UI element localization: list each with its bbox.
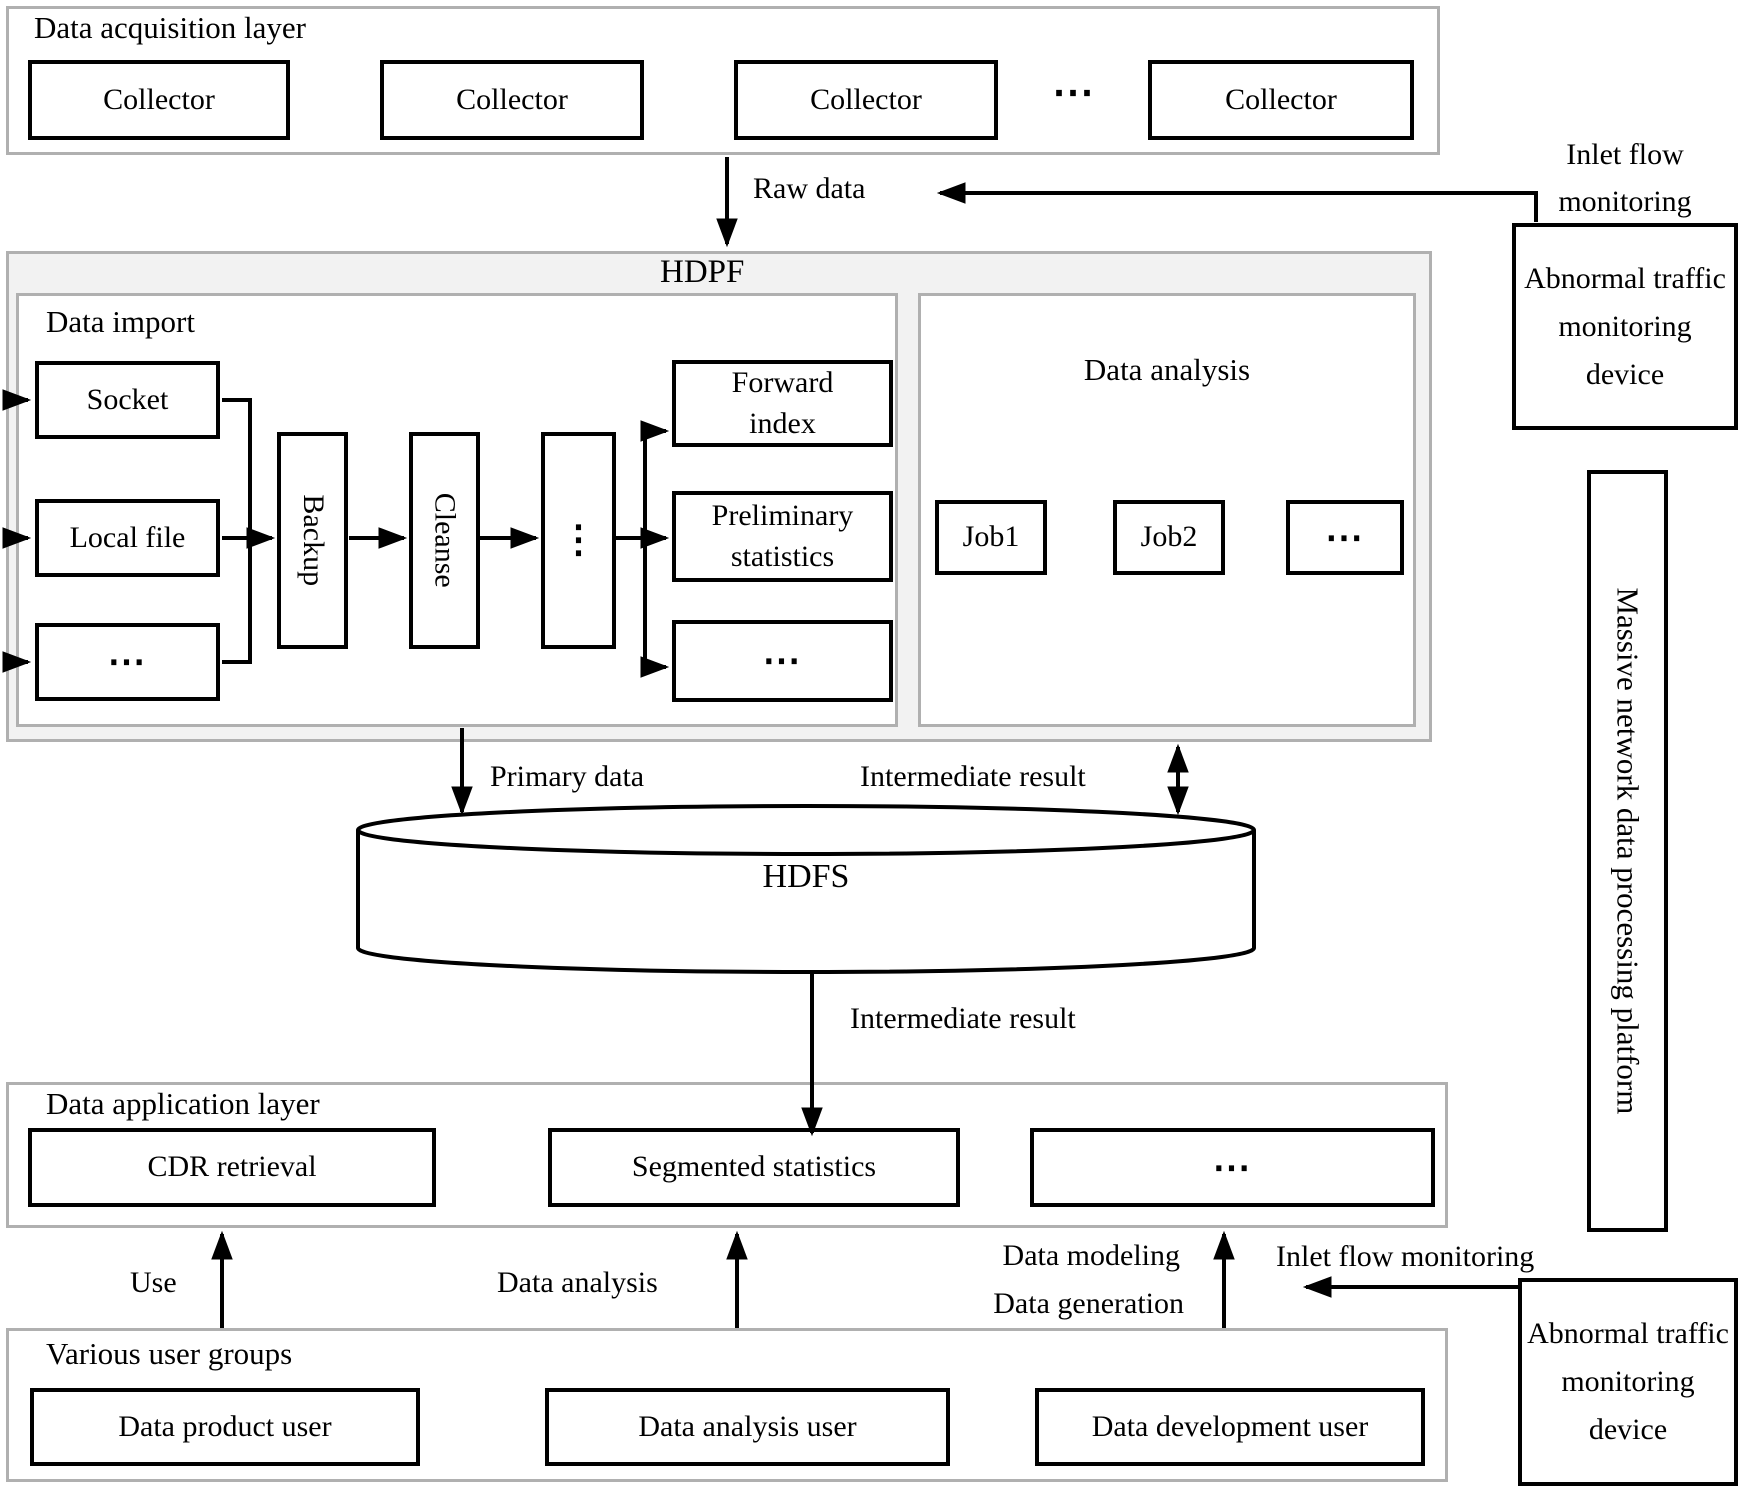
collector-label: Collector — [456, 82, 568, 116]
backup-label: Backup — [296, 494, 330, 587]
data-analysis-flow-label: Data analysis — [497, 1266, 658, 1299]
data-generation-label: Data generation — [993, 1287, 1184, 1320]
data-acquisition-layer-title: Data acquisition layer — [34, 10, 307, 45]
abnormal-traffic-device-top-label: Abnormal traffic monitoring device — [1524, 261, 1726, 391]
socket-box: Socket — [35, 361, 220, 439]
output-ellipsis: ⋯ — [762, 640, 803, 682]
preliminary-statistics-box: Preliminary statistics — [672, 491, 893, 582]
data-application-layer-title: Data application layer — [46, 1086, 320, 1121]
hdfs-label: HDFS — [762, 858, 850, 895]
stage-ellipsis-box: ⋮ — [541, 432, 616, 649]
hdfs-cylinder-body — [356, 830, 1256, 974]
use-label: Use — [130, 1266, 177, 1299]
raw-data-label: Raw data — [753, 172, 866, 205]
data-analysis-title: Data analysis — [1083, 352, 1251, 387]
massive-platform-box: Massive network data processing platform — [1587, 470, 1668, 1232]
cleanse-box: Cleanse — [409, 432, 480, 649]
application-ellipsis-box: ⋯ — [1030, 1128, 1435, 1207]
data-product-user-label: Data product user — [118, 1409, 332, 1443]
cdr-retrieval-box: CDR retrieval — [28, 1128, 436, 1207]
preliminary-statistics-label: Preliminary statistics — [711, 499, 854, 573]
data-analysis-user-label: Data analysis user — [638, 1409, 857, 1443]
data-product-user-box: Data product user — [30, 1388, 420, 1466]
collector-box-4: Collector — [1148, 60, 1414, 140]
job-ellipsis-box: ⋯ — [1286, 500, 1404, 575]
hdfs-cylinder-top — [356, 804, 1256, 856]
job2-label: Job2 — [1140, 520, 1198, 554]
job2-box: Job2 — [1113, 500, 1225, 575]
job1-label: Job1 — [962, 520, 1020, 554]
socket-label: Socket — [86, 382, 169, 416]
inlet-flow-monitoring-bottom-label: Inlet flow monitoring — [1276, 1240, 1535, 1273]
collector-box-3: Collector — [734, 60, 998, 140]
abnormal-traffic-device-top-box: Abnormal traffic monitoring device — [1512, 223, 1738, 430]
abnormal-traffic-device-bottom-box: Abnormal traffic monitoring device — [1518, 1278, 1738, 1486]
forward-index-label: Forward index — [731, 366, 834, 440]
data-development-user-box: Data development user — [1035, 1388, 1425, 1466]
local-file-label: Local file — [69, 520, 186, 554]
intermediate-result-bottom-label: Intermediate result — [850, 1002, 1076, 1035]
cdr-retrieval-label: CDR retrieval — [147, 1150, 317, 1184]
hdpf-title: HDPF — [660, 254, 745, 290]
data-import-title: Data import — [46, 304, 195, 339]
collector-box-1: Collector — [28, 60, 290, 140]
application-ellipsis: ⋯ — [1212, 1146, 1253, 1189]
stage-ellipsis: ⋮ — [559, 519, 598, 562]
local-file-box: Local file — [35, 499, 220, 577]
segmented-statistics-box: Segmented statistics — [548, 1128, 960, 1207]
forward-index-box: Forward index — [672, 360, 893, 447]
data-analysis-user-box: Data analysis user — [545, 1388, 950, 1466]
various-user-groups-title: Various user groups — [46, 1336, 293, 1371]
primary-data-label: Primary data — [490, 760, 645, 793]
inlet-flow-monitoring-top-label: Inlet flow monitoring — [1558, 138, 1692, 218]
intermediate-result-top-label: Intermediate result — [860, 760, 1086, 793]
job1-box: Job1 — [935, 500, 1047, 575]
collector-label: Collector — [1225, 82, 1337, 116]
collectors-ellipsis: ⋯ — [1052, 70, 1094, 116]
massive-platform-label: Massive network data processing platform — [1610, 587, 1646, 1115]
collector-box-2: Collector — [380, 60, 644, 140]
segmented-statistics-label: Segmented statistics — [631, 1150, 877, 1184]
source-ellipsis: ⋯ — [107, 641, 148, 683]
data-development-user-label: Data development user — [1091, 1409, 1369, 1443]
backup-box: Backup — [277, 432, 348, 649]
collector-label: Collector — [103, 82, 215, 116]
output-ellipsis-box: ⋯ — [672, 620, 893, 702]
data-modeling-label: Data modeling — [1002, 1239, 1180, 1272]
collector-label: Collector — [810, 82, 922, 116]
job-ellipsis: ⋯ — [1325, 516, 1365, 559]
source-ellipsis-box: ⋯ — [35, 623, 220, 701]
abnormal-traffic-device-bottom-label: Abnormal traffic monitoring device — [1527, 1317, 1729, 1446]
inlet-monitoring-top-arrow — [936, 182, 1538, 222]
cleanse-label: Cleanse — [428, 493, 462, 588]
